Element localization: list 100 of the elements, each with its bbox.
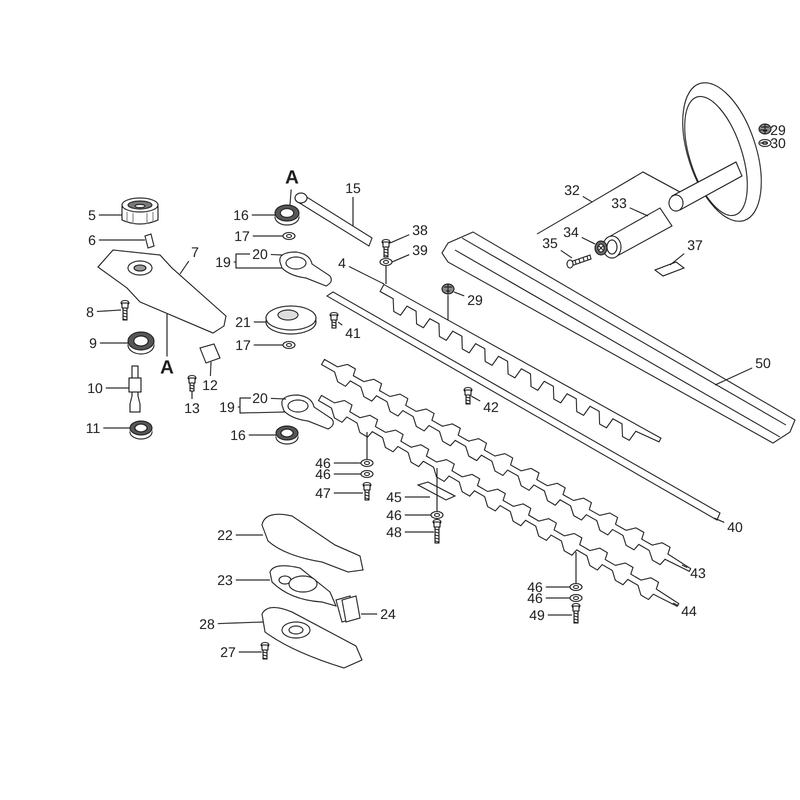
callout-number: 43 (689, 566, 707, 580)
guide-plate (416, 481, 456, 501)
leader-line (237, 398, 286, 414)
leader-line (404, 514, 432, 516)
label-plate (654, 261, 686, 277)
leader-line (338, 322, 343, 326)
washer (360, 459, 374, 467)
cap (594, 240, 608, 256)
leader-line (672, 602, 679, 606)
leader-line (270, 398, 286, 400)
callout-number: 5 (87, 208, 97, 222)
callout-number: 46 (526, 591, 544, 605)
leader-line (233, 254, 282, 268)
callout-number: 16 (232, 208, 250, 222)
ball-bearing (274, 204, 300, 226)
washer (758, 139, 772, 147)
callout-number: 17 (234, 338, 252, 352)
bolt (362, 482, 372, 500)
callout-number: 16 (229, 428, 247, 442)
callout-number: 42 (482, 400, 500, 414)
leader-line (217, 622, 264, 624)
tube (602, 207, 673, 258)
nut (758, 124, 772, 134)
leader-line (180, 260, 190, 274)
callout-number: 48 (385, 525, 403, 539)
callout-number: 47 (314, 486, 332, 500)
alignment-line (436, 468, 438, 512)
washer (430, 511, 444, 519)
callout-number: 21 (234, 315, 252, 329)
leader-line (333, 492, 364, 494)
leader-line (670, 253, 685, 266)
leader-line (392, 254, 410, 262)
washer (570, 583, 582, 591)
callout-number: 37 (686, 238, 704, 252)
screw (382, 239, 390, 258)
leader-line (470, 396, 481, 402)
bolt (120, 300, 130, 320)
callout-number: 19 (218, 400, 236, 414)
leader-line (760, 142, 768, 144)
leader-line (560, 250, 572, 258)
leader-line (96, 310, 122, 312)
leader-line (714, 367, 753, 386)
washer (282, 232, 296, 240)
leader-line (581, 236, 596, 244)
gear (266, 306, 316, 334)
callout-number: 39 (411, 243, 429, 257)
callout-number: 33 (610, 196, 628, 210)
callout-number: 46 (314, 467, 332, 481)
washer (380, 258, 392, 266)
screw (144, 233, 155, 249)
clip (199, 343, 221, 364)
callout-number: 13 (183, 401, 201, 415)
leader-line (98, 214, 122, 216)
callout-number: 50 (754, 356, 772, 370)
ball-bearing (128, 332, 154, 354)
callout-number: 40 (726, 520, 744, 534)
leader-line (270, 254, 284, 256)
callout-number: 6 (87, 233, 97, 247)
bolt (572, 603, 580, 624)
leader-line (352, 196, 354, 226)
callout-number: 20 (251, 391, 269, 405)
leader-line (404, 496, 430, 498)
gasket (270, 565, 336, 606)
ball-bearing (130, 420, 152, 440)
callout-number: 46 (526, 580, 544, 594)
callout-number: 23 (216, 573, 234, 587)
cutter-blade (379, 284, 662, 442)
callout-number: 12 (201, 378, 219, 392)
callout-number: 11 (84, 421, 102, 435)
cup (122, 198, 158, 224)
screw (464, 387, 472, 404)
drive-shaft (128, 366, 142, 412)
bolt (432, 519, 442, 544)
lever-arm (279, 252, 332, 286)
callout-number: 27 (219, 645, 237, 659)
leader-line (333, 462, 362, 464)
clip (335, 595, 361, 623)
alignment-line (366, 432, 368, 460)
callout-number: 20 (251, 247, 269, 261)
leader-line (251, 214, 276, 216)
callout-number: 41 (344, 326, 362, 340)
callout-number: 9 (88, 336, 98, 350)
leader-line (545, 586, 570, 588)
callout-number: 19 (214, 255, 232, 269)
leader-line (547, 614, 572, 616)
washer (360, 470, 374, 478)
callout-number: 15 (344, 181, 362, 195)
leader-line (253, 344, 284, 346)
leader-line (390, 234, 410, 244)
leader-line (248, 434, 276, 436)
callout-number: 29 (769, 123, 787, 137)
washer (282, 341, 296, 349)
leader-line (235, 534, 264, 536)
screw (330, 312, 338, 328)
callout-number: 45 (385, 490, 403, 504)
leader-line (290, 189, 292, 206)
callout-number: 7 (190, 245, 200, 259)
callout-number: 4 (337, 256, 347, 270)
callout-number: 32 (563, 183, 581, 197)
callout-number: 44 (680, 604, 698, 618)
